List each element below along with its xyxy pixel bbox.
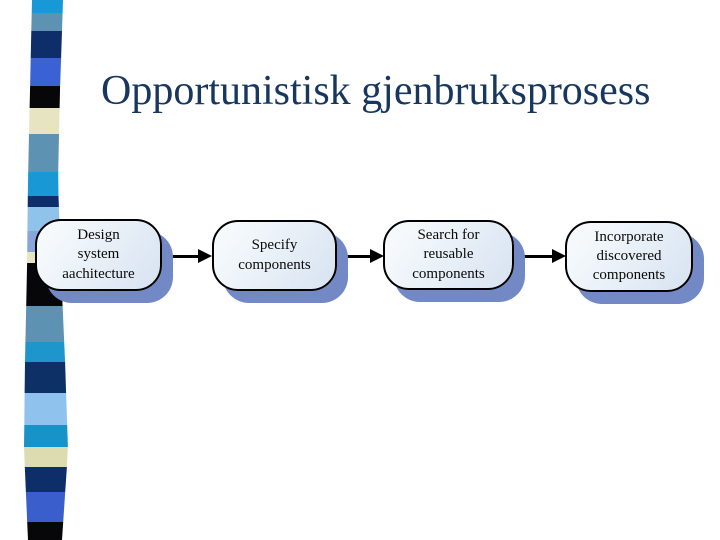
process-step-incorporate-discovered-components: Incorporate discovered components — [565, 221, 693, 292]
flow-arrow-1 — [163, 249, 212, 263]
arrowhead-right-icon — [370, 249, 384, 263]
arrowhead-right-icon — [198, 249, 212, 263]
process-step-design-system-architecture: Design system aachitecture — [35, 219, 162, 291]
arrowhead-right-icon — [552, 249, 566, 263]
slide-title: Opportunistisk gjenbruksprosess — [101, 68, 651, 114]
process-step-search-reusable-components: Search for reusable components — [383, 220, 514, 290]
flow-arrow-3 — [516, 249, 566, 263]
decorative-ribbon — [24, 0, 68, 540]
process-step-specify-components: Specify components — [212, 220, 337, 291]
flow-arrow-2 — [339, 249, 384, 263]
process-step-label: Design system aachitecture — [62, 227, 135, 282]
process-step-label: Incorporate discovered components — [592, 228, 666, 284]
process-step-label: Specify components — [238, 237, 311, 273]
process-step-label: Search for reusable components — [412, 227, 485, 282]
